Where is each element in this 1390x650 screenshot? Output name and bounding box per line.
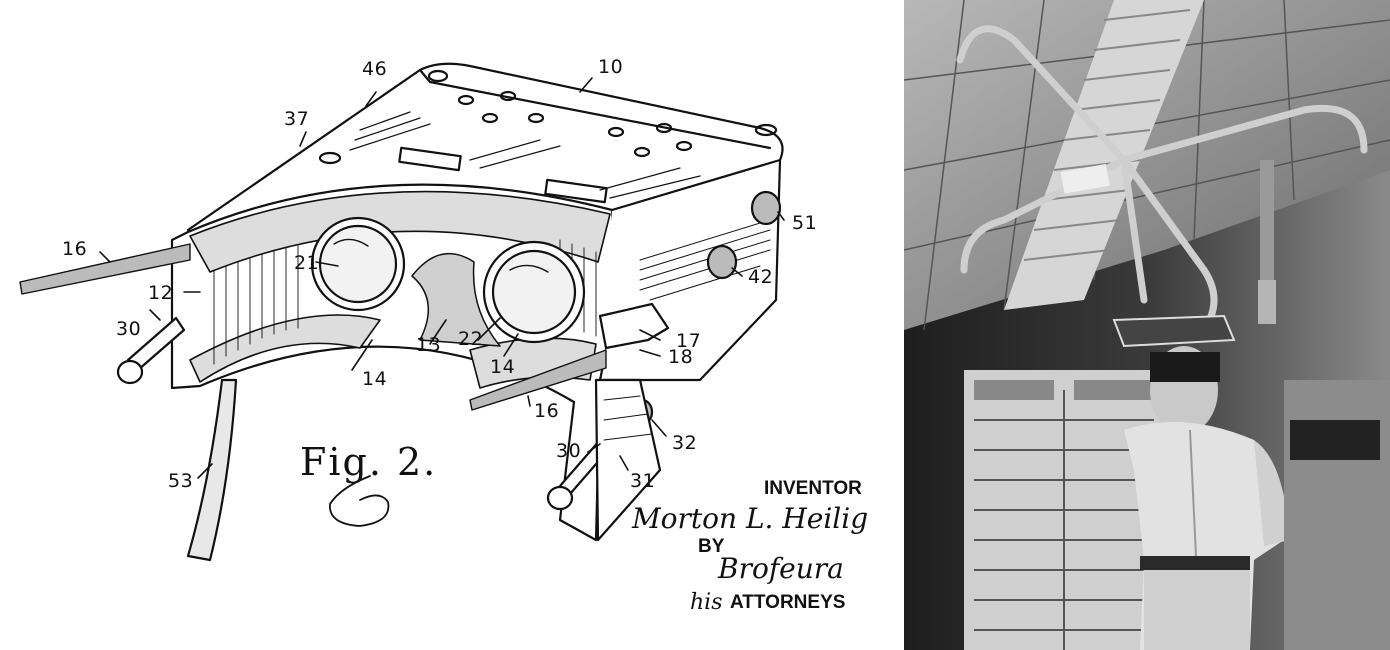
- attorneys-prefix: his: [690, 590, 723, 615]
- headset-drawing: [19, 62, 785, 562]
- ref-32: 32: [672, 432, 698, 454]
- ref-30-right: 30: [556, 440, 582, 462]
- inventor-heading: INVENTOR: [764, 478, 862, 499]
- knob-51: [750, 190, 782, 226]
- ceiling-light: [1004, 0, 1204, 310]
- ceiling: [904, 0, 1390, 330]
- inventor-signature: Morton L. Heilig: [632, 502, 869, 535]
- ref-22: 22: [458, 328, 484, 350]
- ref-18: 18: [668, 346, 694, 368]
- ref-21: 21: [294, 252, 320, 274]
- ref-16-left: 16: [62, 238, 88, 260]
- ref-46: 46: [362, 58, 388, 80]
- photo-panel: [904, 0, 1390, 650]
- patent-drawing-panel: 10 46 37 51 16 21 42 12 30 17 13 22 14 1…: [19, 56, 869, 615]
- hmd-photo: [904, 0, 1390, 650]
- ref-14-left: 14: [362, 368, 388, 390]
- ref-16-right: 16: [534, 400, 560, 422]
- figure-label: Fig. 2.: [300, 440, 438, 484]
- ref-10: 10: [598, 56, 624, 78]
- ref-30-left: 30: [116, 318, 142, 340]
- hmd-visor: [1150, 352, 1220, 382]
- ref-51: 51: [792, 212, 818, 234]
- strap-left: [19, 243, 191, 295]
- attorney-signature: Brofeura: [718, 552, 844, 585]
- ref-42: 42: [748, 266, 774, 288]
- strap-right: [469, 349, 607, 411]
- ref-14-right: 14: [490, 356, 516, 378]
- attorneys-label: ATTORNEYS: [730, 592, 846, 613]
- cable-53: [186, 378, 238, 562]
- knob-42: [706, 244, 738, 280]
- ref-37: 37: [284, 108, 310, 130]
- by-label: BY: [698, 536, 725, 557]
- ref-12: 12: [148, 282, 174, 304]
- ref-17: 17: [676, 330, 702, 352]
- ref-13: 13: [416, 334, 442, 356]
- ref-31: 31: [630, 470, 656, 492]
- ref-53: 53: [168, 470, 194, 492]
